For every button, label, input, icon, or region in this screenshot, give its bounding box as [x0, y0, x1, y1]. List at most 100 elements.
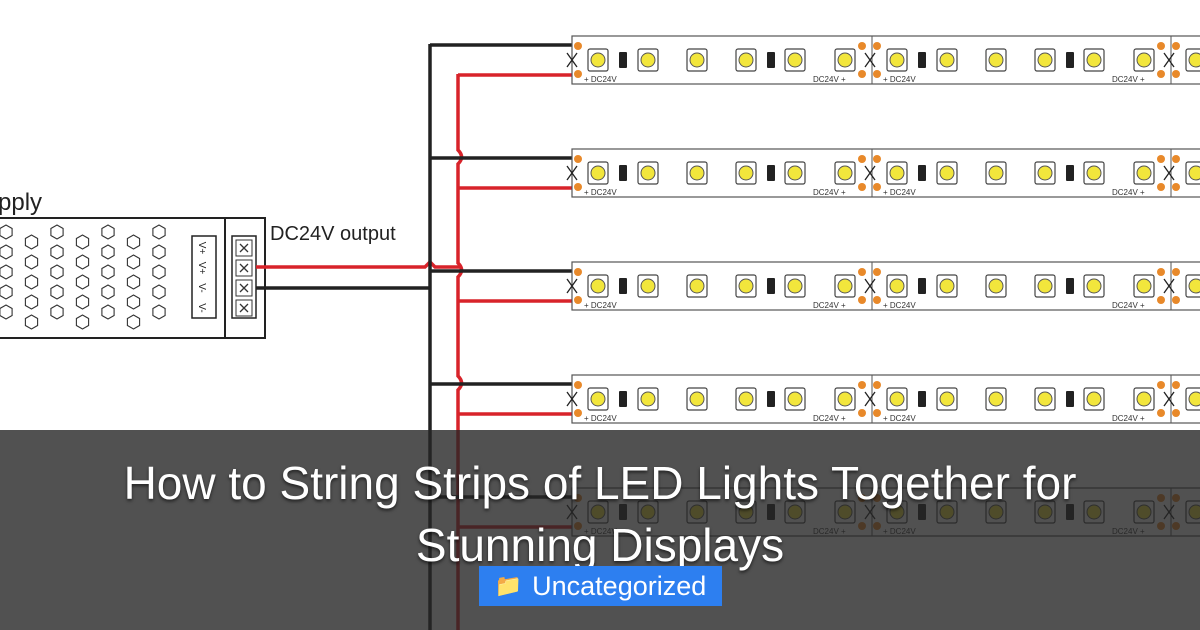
resistor	[918, 165, 926, 181]
solder-pad	[873, 381, 881, 389]
led-chip	[988, 52, 1004, 68]
vent-hex	[152, 284, 166, 300]
led-chip	[837, 278, 853, 294]
led-chip	[787, 278, 803, 294]
solder-pad	[574, 155, 582, 163]
vent-hex	[50, 284, 64, 300]
strip-label-left: + DC24V	[883, 188, 916, 197]
led-chip	[590, 52, 606, 68]
led-chip	[889, 391, 905, 407]
terminal-label: V-	[196, 283, 207, 292]
terminal-label: V+	[196, 262, 207, 275]
vent-hex	[126, 254, 141, 270]
led-chip	[640, 278, 656, 294]
scissors-icon	[566, 391, 578, 407]
resistor	[918, 391, 926, 407]
led-chip	[939, 278, 955, 294]
solder-pad	[873, 155, 881, 163]
led-chip	[889, 278, 905, 294]
post-title: How to String Strips of LED Lights Toget…	[0, 452, 1200, 576]
screw-slot	[239, 263, 249, 273]
post-title-line-2: Stunning Displays	[415, 519, 785, 571]
folder-icon: 📁	[494, 573, 523, 598]
vent-hex	[101, 264, 115, 280]
led-chip	[640, 52, 656, 68]
vent-hex	[0, 264, 13, 280]
resistor	[619, 52, 627, 68]
vent-hex	[152, 304, 166, 320]
scissors-icon	[566, 278, 578, 294]
led-chip	[738, 165, 754, 181]
strip-label-left: + DC24V	[883, 75, 916, 84]
scissors-icon	[864, 278, 876, 294]
led-chip	[939, 391, 955, 407]
solder-pad	[1172, 42, 1180, 50]
terminal-label: V-	[196, 303, 207, 312]
solder-pad	[574, 381, 582, 389]
resistor	[1066, 165, 1074, 181]
strip-label-right: DC24V +	[813, 414, 846, 423]
solder-pad	[574, 268, 582, 276]
led-chip	[689, 278, 705, 294]
solder-pad	[574, 183, 582, 191]
led-chip	[889, 165, 905, 181]
solder-pad	[1157, 183, 1165, 191]
terminal-block: V+ V+ V- V-	[196, 239, 253, 317]
screw-slot	[239, 243, 249, 253]
strip-label-right: DC24V +	[1112, 301, 1145, 310]
vent-hex	[101, 304, 115, 320]
solder-pad	[873, 409, 881, 417]
resistor	[918, 52, 926, 68]
resistor	[1066, 52, 1074, 68]
vent-hex	[75, 274, 90, 290]
vent-hex	[75, 234, 90, 250]
vent-hex	[24, 254, 39, 270]
led-chip	[939, 52, 955, 68]
solder-pad	[574, 70, 582, 78]
scissors-icon	[864, 165, 876, 181]
terminal-label: V+	[196, 242, 207, 255]
vent-hex	[75, 254, 90, 270]
led-chip	[787, 391, 803, 407]
vent-hex	[0, 244, 13, 260]
resistor	[767, 52, 775, 68]
led-chip	[1037, 391, 1053, 407]
solder-pad	[858, 296, 866, 304]
vent-hex	[24, 314, 39, 330]
solder-pad	[873, 183, 881, 191]
vent-hex	[152, 244, 166, 260]
solder-pad	[1172, 381, 1180, 389]
vent-hex	[0, 304, 13, 320]
vent-hex	[126, 274, 141, 290]
solder-pad	[1157, 381, 1165, 389]
solder-pad	[1157, 155, 1165, 163]
vent-hex	[24, 294, 39, 310]
vent-hex	[0, 224, 13, 240]
solder-pad	[1157, 296, 1165, 304]
strip-label-left: + DC24V	[584, 188, 617, 197]
strip-label-left: + DC24V	[584, 75, 617, 84]
solder-pad	[1172, 70, 1180, 78]
solder-pad	[1157, 409, 1165, 417]
vent-hex	[24, 234, 39, 250]
led-chip	[738, 52, 754, 68]
led-chip	[1037, 278, 1053, 294]
led-chip	[590, 278, 606, 294]
scissors-icon	[864, 391, 876, 407]
led-chip	[787, 165, 803, 181]
category-badge[interactable]: 📁 Uncategorized	[479, 566, 722, 606]
supply-label: pply	[0, 189, 42, 216]
led-chip	[1188, 165, 1200, 181]
led-chip	[738, 278, 754, 294]
led-chip	[1136, 165, 1152, 181]
solder-pad	[574, 42, 582, 50]
resistor	[619, 165, 627, 181]
led-chip	[988, 391, 1004, 407]
scissors-icon	[566, 52, 578, 68]
scissors-icon	[1163, 391, 1175, 407]
vent-hex	[152, 224, 166, 240]
resistor	[918, 278, 926, 294]
